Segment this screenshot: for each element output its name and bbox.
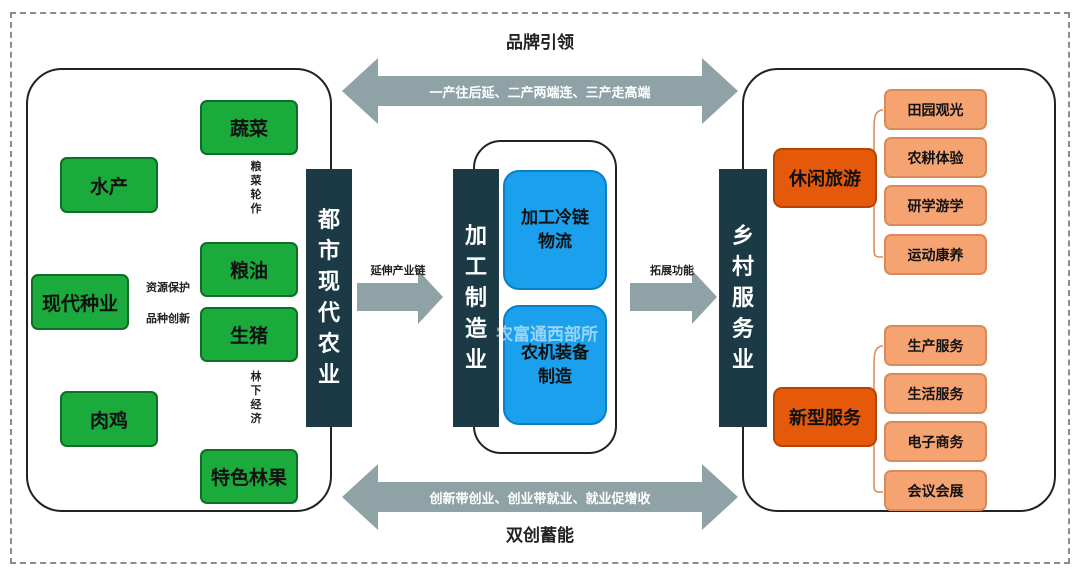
- item-farming-experience: 农耕体验: [884, 137, 987, 178]
- processing-text: 加工制造业: [464, 223, 487, 373]
- urban-agriculture-bar: 都市现代农业: [306, 169, 352, 427]
- grain-veg-rotation-label: 粮菜轮作: [250, 160, 262, 215]
- brand-lead-label: 品牌引领: [506, 33, 574, 53]
- item-sports-wellness: 运动康养: [884, 234, 987, 275]
- machinery-box: 农机装备制造: [503, 305, 607, 425]
- rural-service-bar: 乡村服务业: [719, 169, 767, 427]
- cold-chain-text: 加工冷链物流: [521, 208, 589, 252]
- item-life-service: 生活服务: [884, 373, 987, 414]
- item-pastoral-sightseeing: 田园观光: [884, 89, 987, 130]
- outer-dashed-frame: [10, 12, 1070, 564]
- variety-innovation-label: 品种创新: [146, 312, 190, 325]
- machinery-text: 农机装备制造: [521, 343, 589, 387]
- innovation-label: 双创蓄能: [506, 526, 574, 546]
- top-double-arrow: [342, 58, 738, 124]
- leisure-tourism-box: 休闲旅游: [773, 148, 877, 208]
- cold-chain-box: 加工冷链物流: [503, 170, 607, 290]
- bottom-double-arrow: [342, 464, 738, 530]
- box-pig: 生猪: [200, 307, 298, 362]
- extend-chain-arrow: [357, 270, 443, 324]
- processing-bar: 加工制造业: [453, 169, 499, 427]
- top-arrow-text: 一产往后延、二产两端连、三产走高端: [429, 85, 651, 101]
- resource-protection-label: 资源保护: [146, 281, 190, 294]
- box-specialty-fruit: 特色林果: [200, 449, 298, 504]
- item-study-tour: 研学游学: [884, 185, 987, 226]
- extend-chain-label: 延伸产业链: [370, 264, 426, 277]
- rural-service-text: 乡村服务业: [731, 223, 754, 373]
- expand-function-arrow: [630, 270, 717, 324]
- new-service-box: 新型服务: [773, 387, 877, 447]
- item-ecommerce: 电子商务: [884, 421, 987, 462]
- expand-function-label: 拓展功能: [650, 264, 694, 277]
- box-grain-oil: 粮油: [200, 242, 298, 297]
- item-production-service: 生产服务: [884, 325, 987, 366]
- bottom-arrow-text: 创新带创业、创业带就业、就业促增收: [429, 491, 651, 507]
- box-modern-seed: 现代种业: [31, 274, 129, 330]
- box-broiler: 肉鸡: [60, 391, 158, 447]
- item-conference-exhibition: 会议会展: [884, 470, 987, 511]
- box-aquatic: 水产: [60, 157, 158, 213]
- under-forest-label: 林下经济: [250, 370, 262, 425]
- box-vegetable: 蔬菜: [200, 100, 298, 155]
- urban-agriculture-text: 都市现代农业: [317, 208, 340, 388]
- watermark: 农富通西部所: [496, 325, 598, 345]
